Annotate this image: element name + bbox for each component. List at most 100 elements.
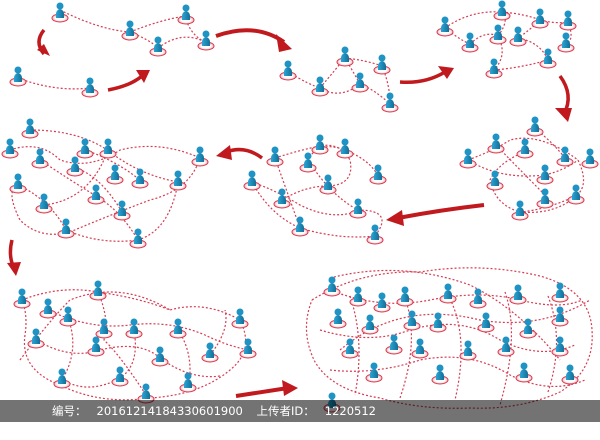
- person-icon: [365, 362, 383, 383]
- person-icon: [516, 138, 534, 159]
- person-icon: [485, 58, 503, 79]
- person-icon: [361, 314, 379, 335]
- person-icon: [536, 188, 554, 209]
- person-icon: [87, 184, 105, 205]
- link-line: [319, 83, 361, 94]
- scene-6-network: [243, 134, 387, 245]
- person-icon: [461, 32, 479, 53]
- person-icon: [81, 77, 99, 98]
- person-icon: [39, 298, 57, 319]
- link-line: [329, 289, 583, 306]
- watermark-bar: 编号：20161214184330601900 上传者ID：1220512: [0, 400, 600, 422]
- link-line: [209, 309, 227, 356]
- person-icon: [201, 342, 219, 363]
- person-icon: [439, 283, 457, 304]
- link-line: [399, 297, 413, 399]
- curved-arrow-icon: [399, 66, 454, 85]
- link-line: [59, 9, 131, 33]
- person-icon: [177, 4, 195, 25]
- flow-arrows: [7, 28, 572, 398]
- link-line: [305, 267, 593, 409]
- link-line: [251, 181, 356, 216]
- person-icon: [27, 328, 45, 349]
- curved-arrow-icon: [37, 28, 50, 56]
- link-line: [274, 144, 352, 201]
- link-line: [444, 11, 503, 29]
- person-icon: [239, 338, 257, 359]
- person-icon: [179, 372, 197, 393]
- person-icon: [299, 152, 317, 173]
- person-icon: [336, 138, 354, 159]
- person-icon: [349, 286, 367, 307]
- curved-arrow-icon: [555, 74, 572, 122]
- link-line: [493, 59, 549, 71]
- person-icon: [279, 60, 297, 81]
- person-icon: [53, 368, 71, 389]
- person-icon: [515, 362, 533, 383]
- person-icon: [76, 138, 94, 159]
- person-icon: [551, 336, 569, 357]
- person-icon: [59, 306, 77, 327]
- person-icon: [381, 92, 399, 113]
- person-icon: [9, 66, 27, 87]
- person-icon: [559, 10, 577, 31]
- person-icon: [519, 318, 537, 339]
- person-icon: [95, 318, 113, 339]
- person-icon: [169, 318, 187, 339]
- link-line: [517, 37, 549, 61]
- scene-7-network: [1, 118, 209, 249]
- person-icon: [319, 174, 337, 195]
- person-icon: [197, 30, 215, 51]
- person-icon: [403, 310, 421, 331]
- person-icon: [469, 288, 487, 309]
- person-icon: [9, 173, 27, 194]
- person-icon: [556, 146, 574, 167]
- person-icon: [509, 284, 527, 305]
- person-icon: [536, 164, 554, 185]
- person-icon: [291, 216, 309, 237]
- link-line: [17, 77, 91, 90]
- person-icon: [311, 134, 329, 155]
- person-icon: [477, 312, 495, 333]
- link-line: [444, 27, 471, 45]
- person-icon: [366, 224, 384, 245]
- person-icon: [151, 346, 169, 367]
- link-line: [157, 36, 206, 49]
- person-icon: [497, 336, 515, 357]
- person-icon: [99, 138, 117, 159]
- person-icon: [66, 156, 84, 177]
- watermark-id-label: 编号：: [52, 404, 87, 418]
- person-icon: [57, 218, 75, 239]
- person-icon: [13, 288, 31, 309]
- person-icon: [35, 193, 53, 214]
- person-icon: [106, 164, 124, 185]
- person-icon: [169, 170, 187, 191]
- person-icon: [459, 148, 477, 169]
- person-icon: [431, 364, 449, 385]
- person-icon: [486, 170, 504, 191]
- person-icon: [129, 228, 147, 249]
- link-line: [47, 309, 249, 351]
- link-line: [61, 317, 136, 388]
- link-line: [339, 299, 591, 351]
- link-line: [501, 11, 541, 21]
- scene-2-network: [51, 2, 215, 57]
- person-icon: [373, 292, 391, 313]
- link-line: [547, 295, 558, 393]
- link-line: [329, 269, 561, 361]
- person-icon: [273, 188, 291, 209]
- link-line: [9, 145, 201, 235]
- person-icon: [121, 20, 139, 41]
- person-icon: [329, 308, 347, 329]
- person-icon: [243, 170, 261, 191]
- person-icon: [489, 24, 507, 45]
- person-icon: [429, 312, 447, 333]
- person-icon: [526, 116, 544, 137]
- link-line: [97, 291, 147, 396]
- person-icon: [111, 366, 129, 387]
- scene-5-network: [459, 116, 599, 221]
- person-icon: [459, 340, 477, 361]
- person-icon: [341, 338, 359, 359]
- person-icon: [89, 280, 107, 301]
